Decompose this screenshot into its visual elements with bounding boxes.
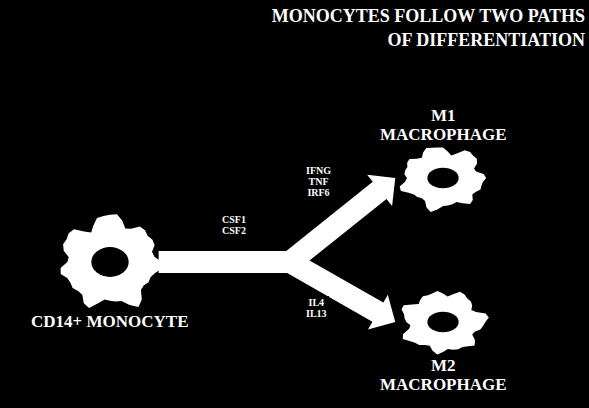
cell-label: M2 MACROPHAGE: [380, 356, 507, 394]
differentiation-arrow: [159, 175, 395, 262]
cell-node: M2 MACROPHAGE: [380, 288, 507, 394]
factor-label: IFNG TNF IRF6: [304, 164, 333, 199]
cell-label: CD14+ MONOCYTE: [31, 312, 189, 331]
factor-label: CSF1 CSF2: [220, 213, 248, 237]
cell-shape: [397, 144, 489, 212]
cell-node: M1 MACROPHAGE: [380, 106, 507, 212]
cell-nucleus: [428, 312, 459, 332]
cell-body: [60, 214, 162, 308]
arrow-head: [368, 295, 395, 330]
factor-label: IL4 IL13: [304, 296, 329, 320]
arrow-head: [367, 175, 395, 206]
cell-nucleus: [91, 247, 128, 277]
cell-shape: [55, 212, 165, 312]
cell-body: [400, 148, 487, 212]
cell-nucleus: [428, 168, 459, 188]
cell-node: CD14+ MONOCYTE: [31, 212, 189, 331]
diagram-title: MONOCYTES FOLLOW TWO PATHS OF DIFFERENTI…: [245, 4, 585, 52]
arrow-band: [159, 262, 380, 313]
differentiation-arrow: [159, 262, 395, 329]
cell-label: M1 MACROPHAGE: [380, 106, 507, 144]
cell-body: [402, 291, 489, 354]
cell-shape: [397, 288, 489, 356]
